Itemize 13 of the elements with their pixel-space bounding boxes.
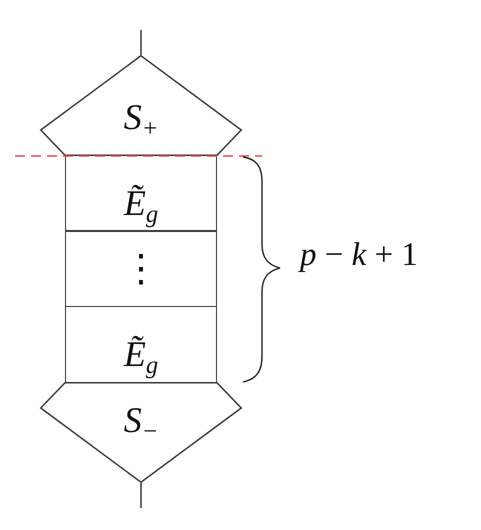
pentagon-node <box>40 55 242 156</box>
math-label: Ẽ$_{g}$ <box>122 182 160 229</box>
math-label: S$_{+}$ <box>122 96 160 142</box>
vertical-ellipsis: ⋮ <box>121 248 161 290</box>
stack-box <box>65 306 217 382</box>
math-label: Ẽ$_{g}$ <box>122 333 160 380</box>
pentagon-node <box>40 382 242 483</box>
stack-box <box>65 230 217 307</box>
math-label: S$_{−}$ <box>122 399 160 446</box>
stack-box <box>65 155 217 232</box>
connector-line <box>140 30 142 55</box>
connector-line <box>140 483 142 508</box>
brace-label: p − k + 1 <box>298 236 419 275</box>
